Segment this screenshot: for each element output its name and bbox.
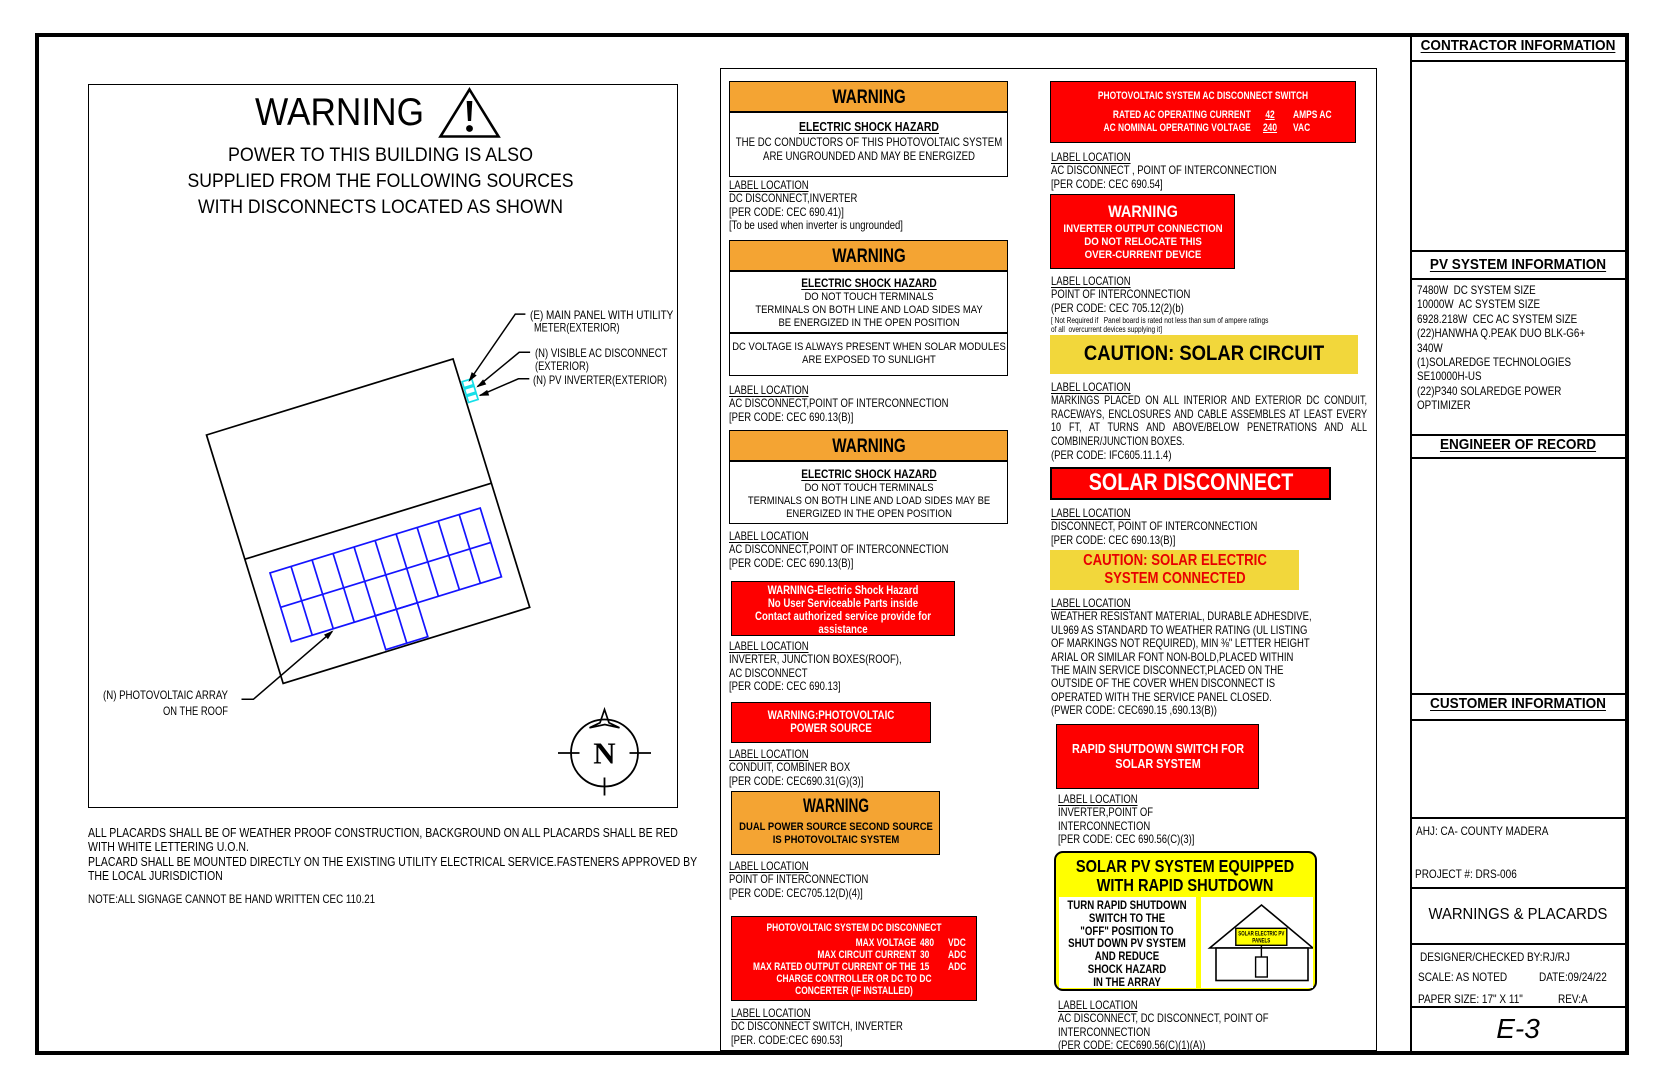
- svg-text:(N) PV INVERTER(EXTERIOR): (N) PV INVERTER(EXTERIOR): [533, 373, 667, 387]
- svg-text:PANELS: PANELS: [1252, 939, 1270, 945]
- svg-text:SOLAR ELECTRIC PV: SOLAR ELECTRIC PV: [1238, 932, 1284, 938]
- svg-text:WARNING: WARNING: [255, 91, 424, 134]
- svg-text:ON THE ROOF: ON THE ROOF: [163, 704, 228, 718]
- svg-text:METER(EXTERIOR): METER(EXTERIOR): [534, 320, 620, 334]
- svg-text:(E) MAIN PANEL WITH UTILITY: (E) MAIN PANEL WITH UTILITY: [530, 308, 673, 322]
- svg-text:POWER TO THIS BUILDING IS ALSO: POWER TO THIS BUILDING IS ALSO: [228, 144, 533, 166]
- svg-text:(EXTERIOR): (EXTERIOR): [535, 359, 589, 373]
- svg-text:WITH DISCONNECTS LOCATED AS SH: WITH DISCONNECTS LOCATED AS SHOWN: [198, 196, 563, 218]
- svg-text:N: N: [593, 736, 615, 771]
- svg-text:(N) PHOTOVOLTAIC ARRAY: (N) PHOTOVOLTAIC ARRAY: [103, 688, 228, 702]
- svg-text:SUPPLIED FROM THE FOLLOWING SO: SUPPLIED FROM THE FOLLOWING SOURCES: [187, 170, 573, 192]
- svg-text:(N) VISIBLE AC DISCONNECT: (N) VISIBLE AC DISCONNECT: [535, 346, 668, 360]
